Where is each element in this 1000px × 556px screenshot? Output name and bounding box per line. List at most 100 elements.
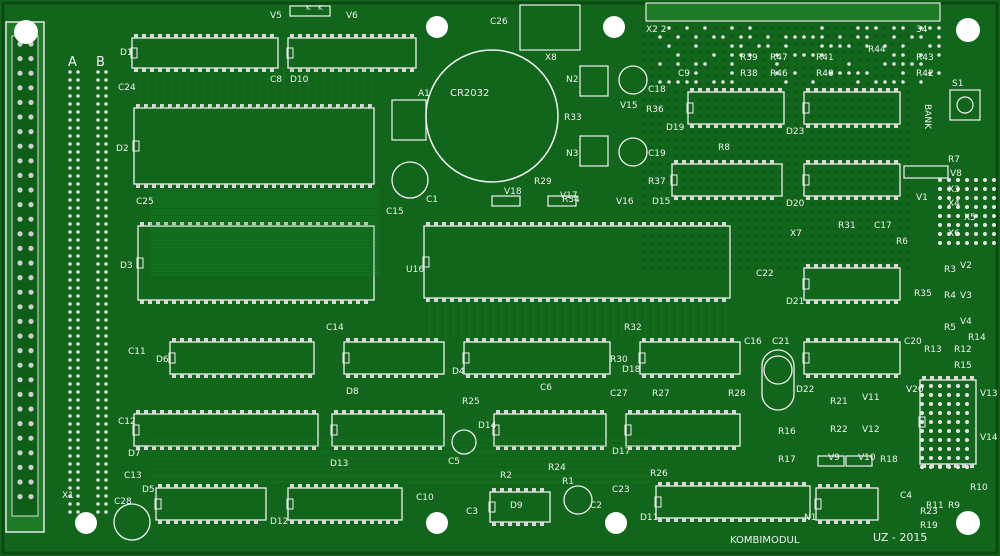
pin-pad xyxy=(28,421,33,426)
ic-pad xyxy=(814,196,818,200)
via xyxy=(104,118,108,122)
via xyxy=(685,26,689,30)
ref-v6: V6 xyxy=(346,11,358,21)
via xyxy=(104,406,108,410)
via xyxy=(938,411,942,415)
ref-r9: R9 xyxy=(948,501,960,511)
ic-pad xyxy=(846,196,850,200)
ref-r38: R38 xyxy=(740,69,758,79)
ic-pad xyxy=(192,410,196,414)
ic-pad xyxy=(374,446,378,450)
pin-pad xyxy=(17,114,22,119)
via xyxy=(104,446,108,450)
ic-pad xyxy=(562,222,566,226)
ic-pad xyxy=(722,124,726,128)
via xyxy=(96,430,100,434)
ref-d22: D22 xyxy=(796,385,814,395)
ic-pad xyxy=(244,300,248,304)
ic-pad xyxy=(522,374,526,378)
ic-pad xyxy=(308,374,312,378)
ic-pad xyxy=(240,184,244,188)
ic-pad xyxy=(522,222,526,226)
ic-pad xyxy=(894,338,898,342)
ic-pad xyxy=(142,34,146,38)
ic-pad xyxy=(754,160,758,164)
ref-c28: C28 xyxy=(114,497,132,507)
ic-pad xyxy=(706,374,710,378)
ic-pad xyxy=(690,88,694,92)
ic-pad xyxy=(922,376,926,380)
via xyxy=(920,447,924,451)
via xyxy=(76,174,80,178)
ic-pad xyxy=(618,222,622,226)
via xyxy=(983,223,987,227)
via xyxy=(856,80,860,84)
ic-pad xyxy=(394,374,398,378)
ref-v15: V15 xyxy=(620,101,638,111)
via xyxy=(956,223,960,227)
ic-pad xyxy=(818,484,822,488)
ic-pad xyxy=(886,338,890,342)
via xyxy=(104,174,108,178)
ic-pad xyxy=(292,338,296,342)
ic-pad xyxy=(158,34,162,38)
ref-x8: X8 xyxy=(545,53,557,63)
ic-pad xyxy=(192,446,196,450)
ic-pad xyxy=(676,410,680,414)
via xyxy=(784,80,788,84)
ic-pad xyxy=(204,300,208,304)
ic-pad xyxy=(482,222,486,226)
ref-c17: C17 xyxy=(874,221,892,231)
ref-r28: R28 xyxy=(728,389,746,399)
ic-pad xyxy=(738,196,742,200)
ref-c16: C16 xyxy=(744,337,762,347)
ref-r7: R7 xyxy=(948,155,960,165)
via xyxy=(96,86,100,90)
via xyxy=(956,456,960,460)
pin-pad xyxy=(28,275,33,280)
pin-pad xyxy=(17,173,22,178)
ref-c14: C14 xyxy=(326,323,344,333)
via xyxy=(104,390,108,394)
via xyxy=(938,420,942,424)
ic-pad xyxy=(260,338,264,342)
ic-pad xyxy=(658,482,662,486)
ic-pad xyxy=(490,222,494,226)
ref-r10: R10 xyxy=(970,483,988,493)
via xyxy=(68,478,72,482)
via xyxy=(965,429,969,433)
ic-pad xyxy=(206,484,210,488)
ic-pad xyxy=(878,88,882,92)
ic-pad xyxy=(150,68,154,72)
via xyxy=(947,456,951,460)
via xyxy=(956,384,960,388)
via xyxy=(104,486,108,490)
via xyxy=(865,35,869,39)
via xyxy=(76,222,80,226)
ic-pad xyxy=(216,410,220,414)
ic-pad xyxy=(300,338,304,342)
via xyxy=(96,294,100,298)
via xyxy=(104,86,108,90)
ic-pad xyxy=(314,34,318,38)
via xyxy=(96,374,100,378)
ic-pad xyxy=(482,374,486,378)
ic-pad xyxy=(244,374,248,378)
ic-pad xyxy=(802,482,806,486)
ic-pad xyxy=(338,520,342,524)
via xyxy=(938,178,942,182)
via xyxy=(96,366,100,370)
ic-pad xyxy=(894,374,898,378)
via xyxy=(676,35,680,39)
ic-pad xyxy=(314,484,318,488)
ic-pad xyxy=(544,446,548,450)
pin-pad xyxy=(17,479,22,484)
ic-pad xyxy=(594,222,598,226)
ic-pad xyxy=(594,298,598,302)
pin-pad xyxy=(28,436,33,441)
ic-pad xyxy=(438,446,442,450)
ref-c5: C5 xyxy=(448,457,460,467)
ic-pad xyxy=(514,338,518,342)
ic-pad xyxy=(540,488,544,492)
ic-pad xyxy=(164,300,168,304)
